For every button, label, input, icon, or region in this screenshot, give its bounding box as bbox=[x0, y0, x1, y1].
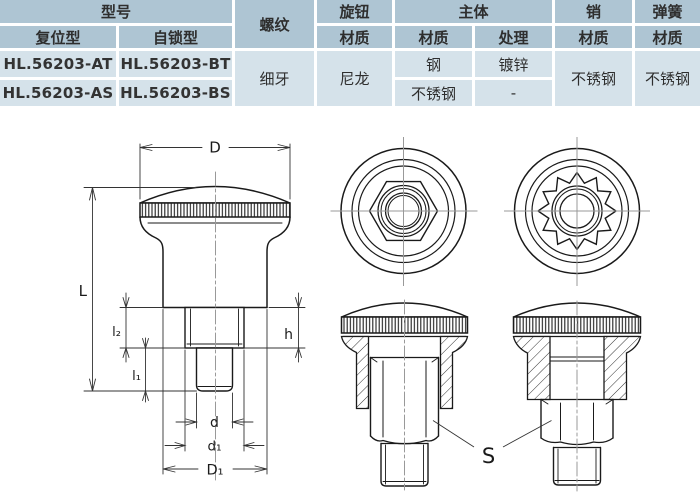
header-selflock-type: 自锁型 bbox=[119, 26, 232, 48]
dim-label-D: D bbox=[209, 139, 221, 157]
dim-label-d1: d₁ bbox=[208, 439, 222, 455]
header-pin: 销 bbox=[555, 0, 632, 23]
cell-pin-material: 不锈钢 bbox=[555, 51, 632, 106]
cell-model-as: HL.56203-AS bbox=[0, 80, 116, 106]
side-view-dimensioned: D L l₂ l₁ h d d₁ D₁ bbox=[79, 139, 306, 481]
header-spring: 弹簧 bbox=[635, 0, 700, 23]
header-spring-material: 材质 bbox=[635, 26, 700, 48]
header-knob: 旋钮 bbox=[317, 0, 392, 23]
cell-thread: 细牙 bbox=[235, 51, 314, 106]
section-view-reset bbox=[340, 299, 469, 491]
cell-body-material-ss: 不锈钢 bbox=[395, 80, 472, 106]
cell-body-finish-none: - bbox=[475, 80, 552, 106]
dim-label-L: L bbox=[79, 282, 88, 300]
crosshair bbox=[330, 137, 478, 286]
dim-label-l2: l₂ bbox=[112, 325, 121, 340]
dimension-lines bbox=[83, 143, 306, 475]
cell-body-material-steel: 钢 bbox=[395, 51, 472, 77]
crosshair bbox=[504, 137, 650, 286]
s-label: S bbox=[482, 444, 495, 468]
dim-label-d: d bbox=[210, 415, 219, 431]
header-pin-material: 材质 bbox=[555, 26, 632, 48]
header-body-material: 材质 bbox=[395, 26, 472, 48]
s-callout: S bbox=[432, 420, 552, 468]
top-view-hex bbox=[330, 137, 478, 286]
header-body: 主体 bbox=[395, 0, 552, 23]
cell-model-bt: HL.56203-BT bbox=[119, 51, 232, 77]
cell-model-bs: HL.56203-BS bbox=[119, 80, 232, 106]
dim-label-l1: l₁ bbox=[132, 369, 141, 384]
dim-label-D1: D₁ bbox=[207, 463, 224, 479]
cell-spring-material: 不锈钢 bbox=[635, 51, 700, 106]
cell-model-at: HL.56203-AT bbox=[0, 51, 116, 77]
technical-drawing: D L l₂ l₁ h d d₁ D₁ bbox=[79, 137, 650, 492]
header-model: 型号 bbox=[0, 0, 232, 23]
header-reset-type: 复位型 bbox=[0, 26, 116, 48]
spec-table: 型号 螺纹 旋钮 主体 销 弹簧 复位型 自锁型 材质 材质 处理 材质 材质 … bbox=[0, 0, 700, 106]
header-body-finish: 处理 bbox=[475, 26, 552, 48]
section-view-selflock bbox=[512, 300, 642, 492]
header-thread: 螺纹 bbox=[235, 0, 314, 48]
top-view-star bbox=[504, 137, 650, 286]
header-knob-material: 材质 bbox=[317, 26, 392, 48]
cell-body-finish-zinc: 镀锌 bbox=[475, 51, 552, 77]
dim-label-h: h bbox=[284, 327, 293, 343]
cell-knob-material: 尼龙 bbox=[317, 51, 392, 106]
leader-lines bbox=[432, 420, 552, 448]
